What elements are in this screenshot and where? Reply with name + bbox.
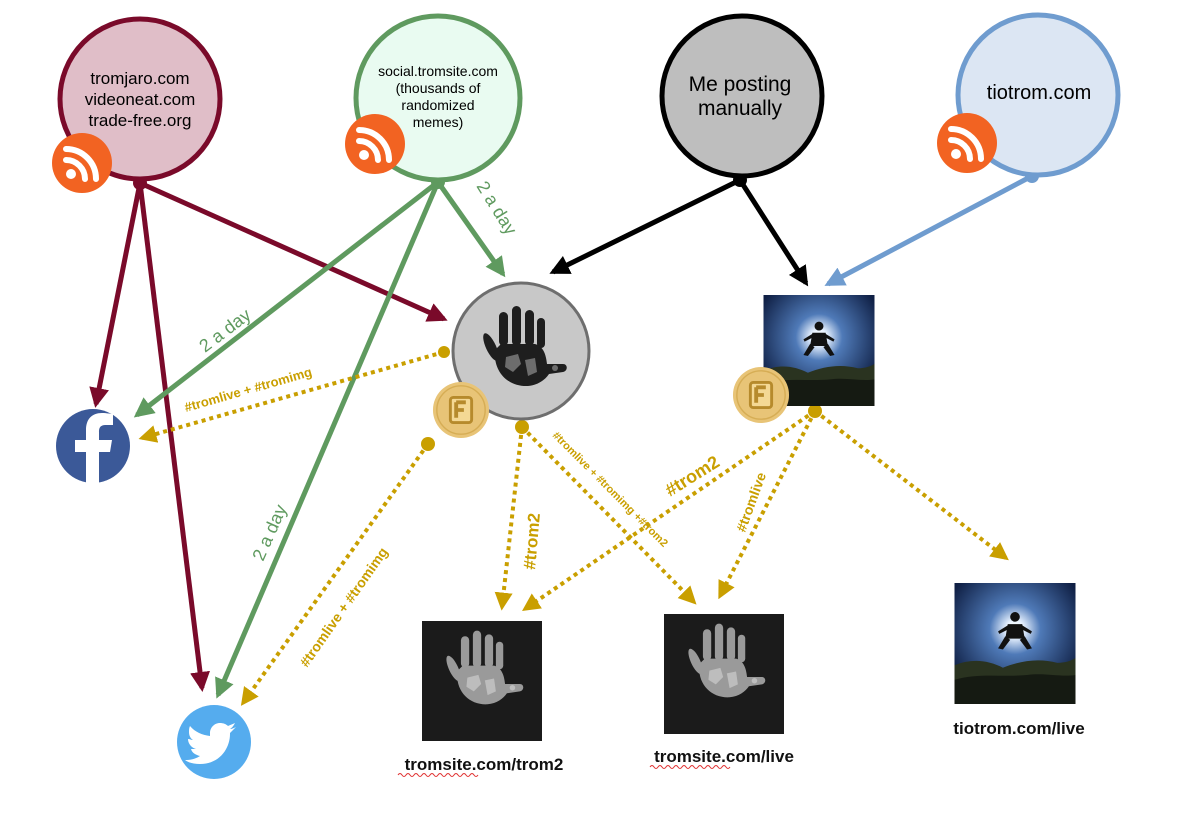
rss-icon <box>52 133 112 193</box>
edge-social-twitter <box>215 181 441 699</box>
edge-jump-tiolive <box>813 409 1009 561</box>
node-social-line-1: social.tromsite.com <box>378 63 498 79</box>
edge-tiotrom-jump <box>824 173 1034 287</box>
label-tio-live-tag: #tromlive <box>733 470 769 534</box>
node-manual[interactable]: Me posting manually <box>659 13 825 179</box>
hub-tromsite-hand[interactable] <box>432 281 591 439</box>
edge-hand-trom2 <box>494 426 524 611</box>
node-social-line-2: (thousands of <box>396 80 481 96</box>
jumping-person-photo <box>954 583 1076 704</box>
edge-tromjaro-facebook <box>89 182 143 408</box>
edge-social-facebook <box>133 180 440 418</box>
node-manual-line-2: manually <box>698 97 783 120</box>
node-social-line-4: memes) <box>413 114 464 130</box>
edge-jump-trom2 <box>522 409 817 612</box>
flarum-icon <box>732 366 790 424</box>
node-tromjaro[interactable]: tromjaro.com videoneat.com trade-free.or… <box>52 16 223 193</box>
node-tiotrom[interactable]: tiotrom.com <box>937 12 1121 178</box>
edge-tromjaro-hand <box>138 180 448 322</box>
dest-live-label: tromsite.com/live <box>654 747 794 766</box>
edge-manual-jump <box>737 178 809 287</box>
edges-dotted <box>138 350 1009 706</box>
hub-tiotrom-jump[interactable] <box>732 295 875 424</box>
spellcheck-underline <box>397 773 479 777</box>
dest-twitter[interactable] <box>177 705 251 779</box>
edge-origin-dots-gold <box>421 346 822 451</box>
dest-trom2-label: tromsite.com/trom2 <box>405 755 564 774</box>
node-tromjaro-line-3: trade-free.org <box>89 111 192 130</box>
rss-icon <box>345 114 405 174</box>
dest-tiolive[interactable]: tiotrom.com/live <box>953 583 1085 738</box>
edge-social-hand <box>435 180 506 278</box>
edge-tromjaro-twitter <box>137 182 210 692</box>
spellcheck-underline <box>649 765 731 769</box>
label-trom2-tag: #trom2 <box>520 512 544 570</box>
dest-facebook[interactable] <box>56 409 130 483</box>
edges-solid <box>89 169 1039 699</box>
edge-manual-hand <box>549 177 742 275</box>
node-manual-line-1: Me posting <box>689 73 792 96</box>
edge-hand-live <box>520 425 697 605</box>
dest-trom2[interactable]: tromsite.com/trom2 <box>397 621 564 777</box>
edge-hand-facebook <box>138 350 445 443</box>
node-social[interactable]: social.tromsite.com (thousands of random… <box>345 13 523 183</box>
rss-icon <box>937 113 997 173</box>
label-live-tag: #tromlive + #tromimg +#trom2 <box>550 430 670 550</box>
edge-hand-twitter <box>240 442 430 706</box>
label-two-a-day-top: 2 a day <box>473 178 521 239</box>
edge-jump-live <box>718 410 817 600</box>
node-tiotrom-line-1: tiotrom.com <box>987 82 1091 104</box>
node-tromjaro-line-2: videoneat.com <box>85 90 196 109</box>
node-social-line-3: randomized <box>401 97 474 113</box>
facebook-icon <box>75 413 113 483</box>
dest-live[interactable]: tromsite.com/live <box>649 614 794 769</box>
dest-tiolive-label: tiotrom.com/live <box>953 719 1084 738</box>
flarum-icon <box>432 381 490 439</box>
node-tromjaro-line-1: tromjaro.com <box>90 69 189 88</box>
label-two-a-day-tw: 2 a day <box>248 502 290 564</box>
twitter-icon <box>185 723 236 764</box>
